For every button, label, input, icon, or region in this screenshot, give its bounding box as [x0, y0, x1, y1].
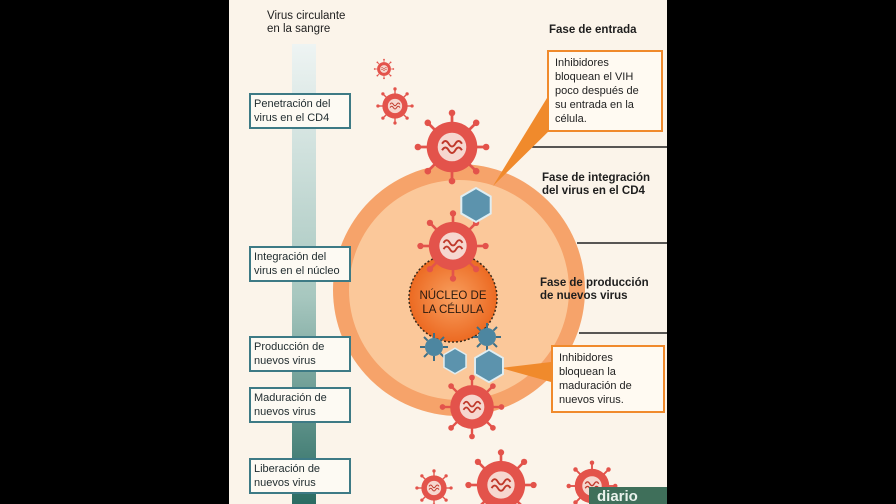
hiv-virus-icon	[413, 108, 491, 186]
hiv-virus-icon	[375, 86, 415, 126]
stage-label-release: Liberación de nuevos virus	[249, 458, 351, 494]
callout-pointer-maturation	[501, 362, 551, 382]
info-box-entry-inhibitors: Inhibidores bloquean el VIH poco después…	[547, 50, 663, 132]
stage-label-production: Producción de nuevos virus	[249, 336, 351, 372]
timeline-top-label: Virus circulante en la sangre	[267, 10, 346, 36]
hiv-virus-icon	[463, 447, 539, 504]
immature-virus-icon	[443, 347, 467, 375]
phase-title-entry: Fase de entrada	[549, 24, 637, 36]
stage-label-maturation: Maduración de nuevos virus	[249, 387, 351, 423]
hiv-lifecycle-infographic: diario Virus circulante en la sangre Pen…	[229, 0, 667, 504]
watermark-box	[589, 487, 667, 504]
callout-pointer-entry	[493, 98, 554, 186]
watermark: diario	[597, 488, 638, 504]
hiv-virus-icon	[438, 373, 506, 441]
cd4-receptor-icon	[460, 187, 492, 223]
immature-virus-icon	[474, 348, 504, 384]
hiv-virus-icon	[414, 468, 454, 504]
hiv-virus-icon	[373, 58, 395, 80]
stage-label-penetration: Penetración del virus en el CD4	[249, 93, 351, 129]
nucleus-label: NÚCLEO DE LA CÉLULA	[419, 290, 487, 316]
stage-label-integration: Integración del virus en el núcleo	[249, 246, 351, 282]
diagram-canvas: diario	[292, 44, 667, 504]
info-box-maturation-inhibitors: Inhibidores bloquean la maduración de nu…	[551, 345, 665, 413]
phase-title-production: Fase de producción de nuevos virus	[540, 277, 649, 303]
immature-virus-icon	[472, 322, 502, 352]
cell-nucleus	[408, 253, 498, 343]
phase-title-integration: Fase de integración del virus en el CD4	[542, 172, 651, 198]
